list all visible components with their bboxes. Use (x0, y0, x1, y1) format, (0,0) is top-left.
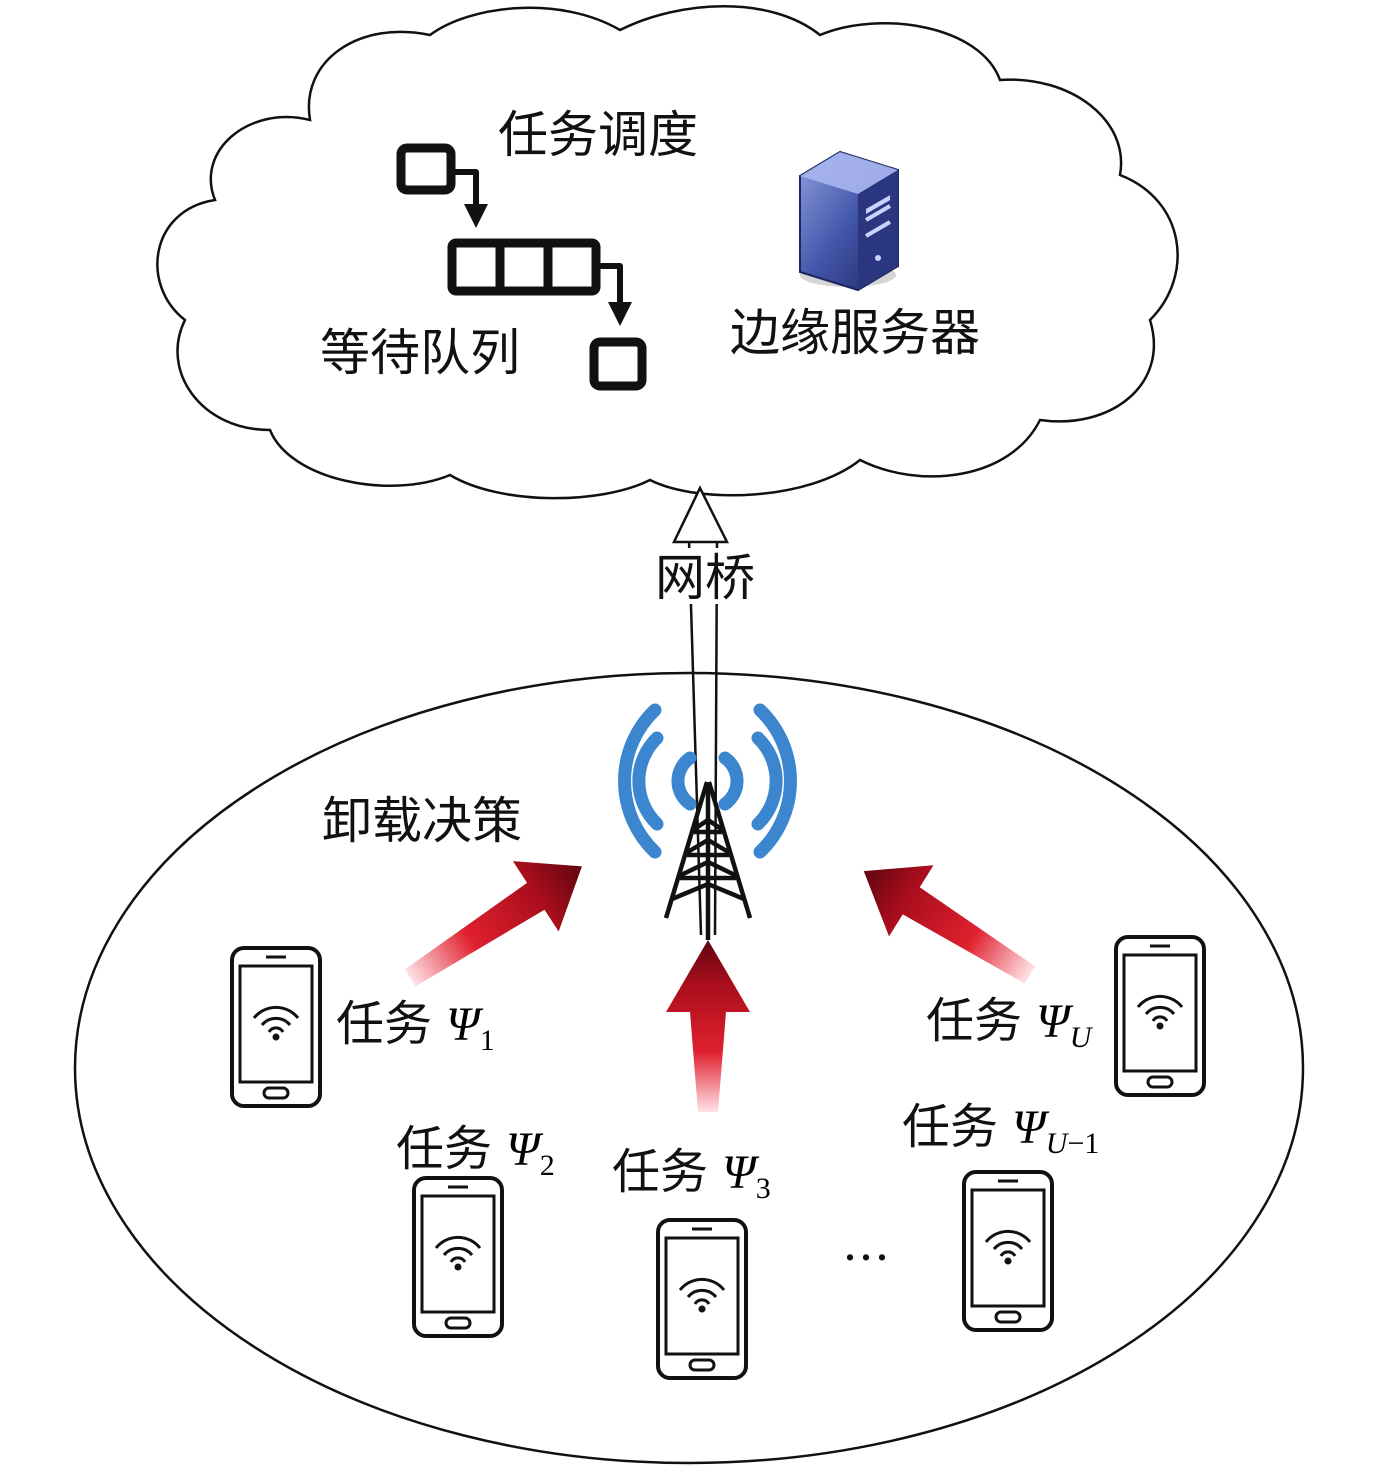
coverage-area (73, 671, 1305, 1465)
ellipsis: … (842, 1216, 890, 1272)
server-icon (799, 150, 899, 292)
uplink-arrow-right (863, 865, 1036, 984)
queue-arrow-icon (608, 302, 632, 326)
cloud-shape (156, 5, 1179, 500)
server-label: 边缘服务器 (730, 304, 980, 362)
queue-arrow-icon (464, 204, 488, 228)
mobile-device-icon (412, 1176, 504, 1338)
waiting-queue-icon (396, 143, 647, 391)
uplink-arrow-center (666, 940, 750, 1112)
mobile-device-icon (656, 1218, 748, 1380)
mobile-device-icon (962, 1170, 1054, 1332)
bridge-label-bg (650, 548, 762, 604)
uplink-arrow-left (404, 861, 582, 987)
queue-label: 等待队列 (320, 324, 520, 382)
signal-waves-icon (618, 703, 797, 859)
bridge-label: 网桥 (655, 549, 755, 607)
bridge-arrow (672, 485, 730, 936)
scheduling-label: 任务调度 (498, 106, 698, 164)
mobile-device-icon (1114, 935, 1206, 1097)
mobile-device-icon (230, 946, 322, 1108)
offload-decision-label: 卸载决策 (322, 792, 522, 850)
base-station-tower-icon (663, 781, 753, 940)
